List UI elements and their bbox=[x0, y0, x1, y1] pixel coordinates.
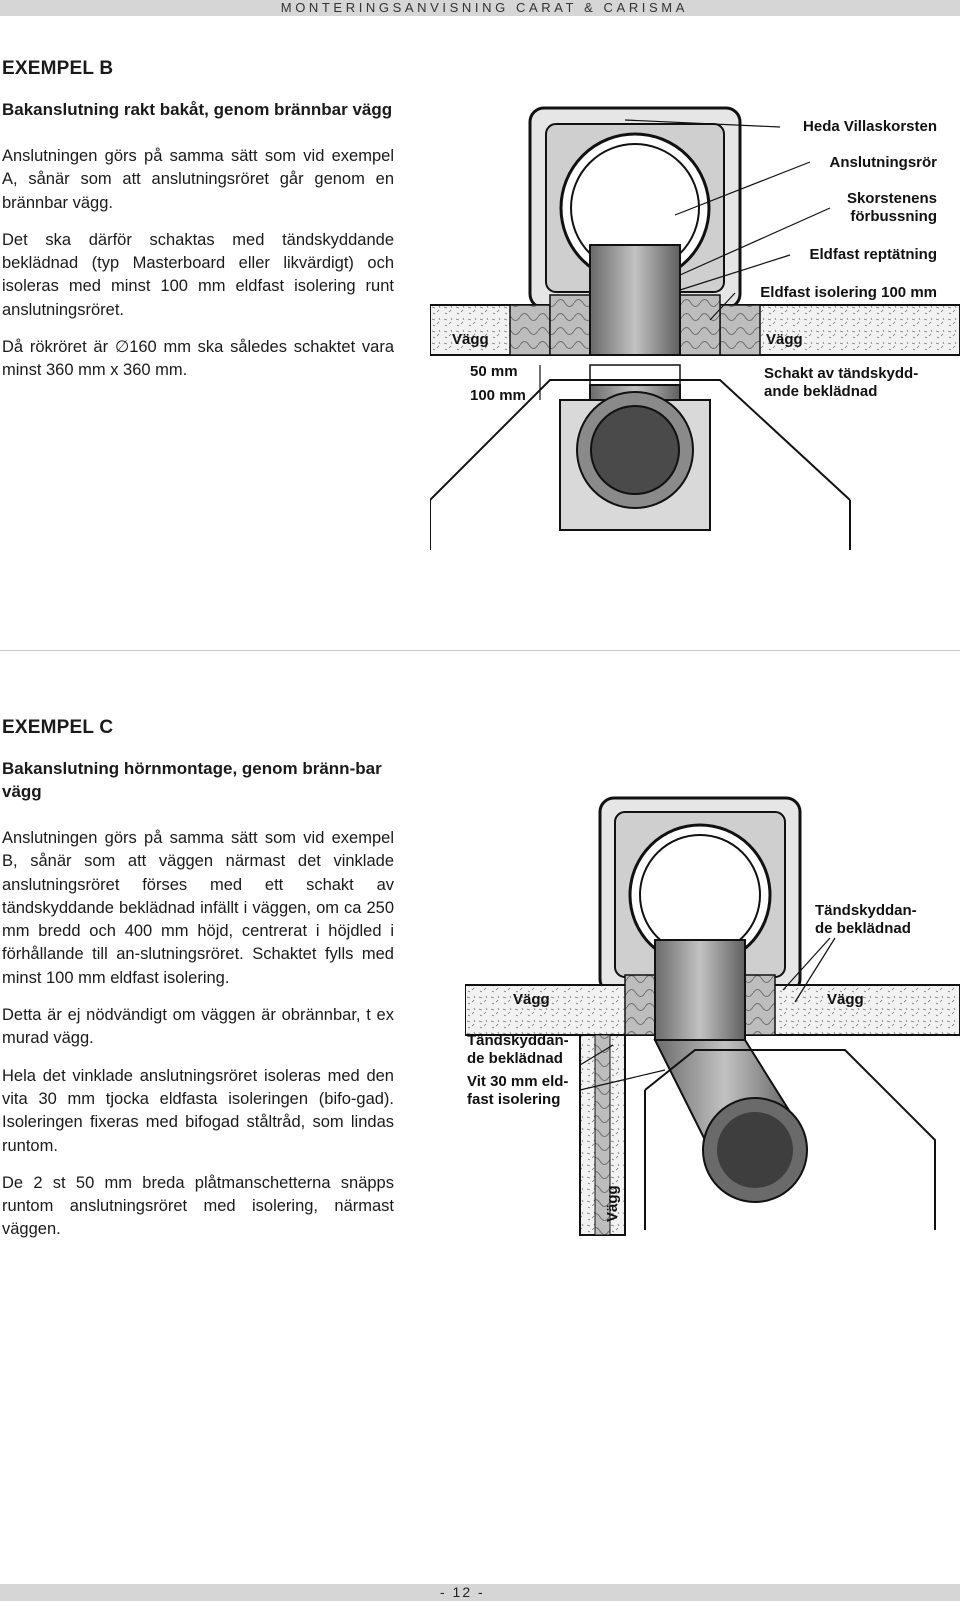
label-heda: Heda Villaskorsten bbox=[803, 118, 937, 135]
label-vagg-left: Vägg bbox=[452, 331, 489, 348]
example-b-title: EXEMPEL B bbox=[2, 58, 114, 79]
label-vagg-right: Vägg bbox=[827, 991, 864, 1008]
example-c-subtitle: Bakanslutning hörnmontage, genom bränn-b… bbox=[2, 759, 382, 801]
example-c-section: EXEMPEL C Bakanslutning hörnmontage, gen… bbox=[2, 717, 394, 1242]
label-skorstenens: Skorstenens bbox=[847, 190, 937, 207]
example-c-diagram: Tändskyddan- de beklädnad Vägg Vägg Tänd… bbox=[464, 796, 960, 1236]
example-b-section: EXEMPEL B Bakanslutning rakt bakåt, geno… bbox=[2, 58, 394, 383]
label-vagg-right: Vägg bbox=[766, 331, 803, 348]
running-header: MONTERINGSANVISNING CARAT & CARISMA bbox=[280, 0, 688, 15]
example-c-paragraph: Hela det vinklade anslutningsröret isole… bbox=[2, 1066, 394, 1155]
label-vagg-left: Vägg bbox=[513, 991, 550, 1008]
label-reptatning: Eldfast reptätning bbox=[809, 246, 937, 263]
leader-lines bbox=[579, 937, 836, 1091]
example-b-paragraph: Det ska därför schaktas med tändskyddand… bbox=[2, 230, 394, 319]
example-c-paragraph: De 2 st 50 mm breda plåtmanschetterna sn… bbox=[2, 1173, 394, 1239]
label-dim-50: 50 mm bbox=[470, 363, 518, 380]
example-b-figure: Heda Villaskorsten Anslutningsrör Skorst… bbox=[429, 100, 960, 570]
header-bar bbox=[0, 0, 960, 16]
example-c-paragraph: Detta är ej nödvändigt om väggen är obrä… bbox=[2, 1006, 394, 1048]
footer-bar bbox=[0, 1584, 960, 1601]
example-c-figure: Tändskyddan- de beklädnad Vägg Vägg Tänd… bbox=[464, 790, 960, 1250]
section-divider bbox=[0, 650, 960, 651]
example-b-paragraph: Anslutningen görs på samma sätt som vid … bbox=[2, 147, 394, 212]
stove-body bbox=[429, 379, 851, 550]
label-vit-1: Vit 30 mm eld- bbox=[467, 1073, 568, 1090]
chimney-block bbox=[598, 796, 802, 995]
example-b-diagram: Heda Villaskorsten Anslutningsrör Skorst… bbox=[429, 106, 960, 550]
label-forbussning: förbussning bbox=[850, 208, 937, 225]
label-tandskydd-left-1: Tändskyddan- bbox=[467, 1032, 569, 1049]
label-vit-2: fast isolering bbox=[467, 1091, 560, 1108]
label-dim-100: 100 mm bbox=[470, 387, 526, 404]
label-anslutningsror: Anslutningsrör bbox=[830, 154, 938, 171]
stove-body bbox=[644, 1049, 936, 1230]
leader-lines bbox=[539, 119, 831, 400]
label-schakt-2: ande beklädnad bbox=[764, 383, 877, 400]
page-number: - 12 - bbox=[440, 1584, 485, 1600]
example-c-paragraph: Anslutningen görs på samma sätt som vid … bbox=[2, 829, 394, 987]
label-isolering: Eldfast isolering 100 mm bbox=[760, 284, 937, 301]
label-vagg-vertical: Vägg bbox=[604, 1185, 621, 1222]
connection-pipe bbox=[653, 939, 808, 1203]
example-b-subtitle: Bakanslutning rakt bakåt, genom brännbar… bbox=[2, 100, 393, 119]
example-b-paragraph: Då rökröret är ∅160 mm ska således schak… bbox=[2, 338, 394, 380]
label-tandskydd-right-1: Tändskyddan- bbox=[815, 902, 917, 919]
wall bbox=[429, 294, 960, 356]
example-c-title: EXEMPEL C bbox=[2, 717, 114, 738]
label-tandskydd-left-2: de beklädnad bbox=[467, 1050, 563, 1067]
label-schakt-1: Schakt av tändskydd- bbox=[764, 365, 918, 382]
label-tandskydd-right-2: de beklädnad bbox=[815, 920, 911, 937]
